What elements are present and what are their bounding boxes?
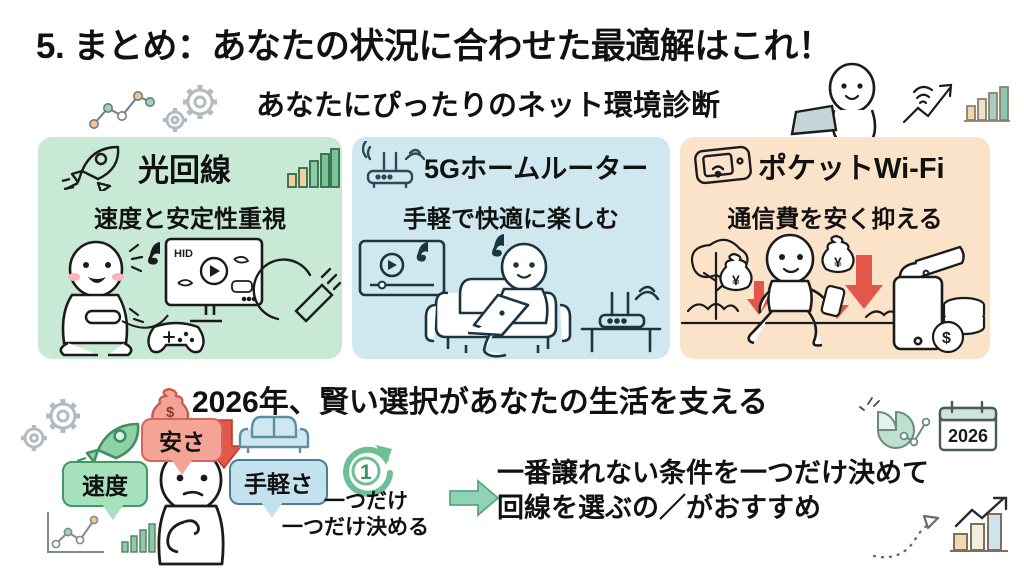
- yen-symbol-2: ¥: [834, 254, 842, 270]
- cheap-bubble-label: 安さ: [159, 429, 205, 455]
- recommendation-text: 一番譲れない条件を一つだけ決めて 回線を選ぶの／がおすすめ: [497, 456, 929, 526]
- router-icon: [362, 141, 426, 189]
- card-pocket-head: ポケットWi-Fi: [680, 137, 990, 189]
- card-router-art: [352, 233, 670, 359]
- recommendation-line-2: 回線を選ぶの／がおすすめ: [497, 493, 821, 524]
- card-fiber-subtitle: 速度と安定性重視: [94, 206, 286, 233]
- tv-screen-label: HID: [174, 248, 193, 260]
- mobile-router-icon: [694, 145, 752, 185]
- card-router-title: 5Gホームルーター: [424, 154, 649, 184]
- choose-one-line2: 一つだけ決める: [282, 516, 429, 540]
- dollar-symbol: $: [942, 330, 951, 347]
- choose-one-text: 一つだけ 一つだけ決める: [282, 489, 429, 541]
- easy-bubble[interactable]: 手軽さ: [229, 459, 328, 518]
- cheap-bubble-tail: [171, 459, 193, 475]
- line-chart-icon: [89, 91, 155, 129]
- calendar-year: 2026: [948, 426, 988, 446]
- sofa-icon: [238, 415, 310, 453]
- card-pocket-title: ポケットWi-Fi: [758, 153, 945, 185]
- card-fiber-head: 光回線: [38, 137, 342, 191]
- dotted-arrow-icon: [872, 514, 940, 559]
- choose-one-circle-icon: 1: [343, 445, 393, 497]
- card-router-subtitle: 手軽で快適に楽しむ: [403, 206, 619, 233]
- signal-trend-icon: [902, 83, 953, 124]
- person-with-laptop-icon: [790, 62, 877, 140]
- speed-bubble-label: 速度: [82, 473, 128, 499]
- recommendation-line-1: 一番譲れない条件を一つだけ決めて: [497, 458, 929, 488]
- dollar-symbol-bag: $: [166, 404, 175, 421]
- card-pocket-wifi[interactable]: ポケットWi-Fi 通信費を安く抑える: [680, 137, 990, 359]
- card-fiber-title: 光回線: [138, 153, 231, 188]
- card-pocket-subtitle: 通信費を安く抑える: [727, 206, 943, 233]
- card-router-head: 5Gホームルーター: [352, 137, 670, 189]
- speed-bubble-tail: [102, 504, 124, 520]
- gear-icon: [163, 85, 217, 132]
- card-fiber[interactable]: 光回線 速度と安定性重視: [38, 137, 342, 359]
- easy-bubble-tail: [261, 502, 283, 518]
- page-title: 5. まとめ：あなたの状況に合わせた最適解はこれ！: [36, 27, 833, 66]
- speed-bubble[interactable]: 速度: [62, 461, 148, 520]
- signal-bars-icon-bottom: [121, 523, 156, 553]
- cheap-bubble[interactable]: 安さ: [141, 418, 223, 475]
- subtitle: あなたにぴったりのネット環境診断: [256, 90, 721, 122]
- yen-symbol: ¥: [732, 272, 740, 288]
- rocket-icon: [61, 145, 120, 191]
- gear-icon-bottom: [21, 399, 80, 451]
- bar-chart-icon: [964, 86, 1010, 122]
- bottom-headline: 2026年、賢い選択があなたの生活を支える: [192, 386, 768, 419]
- card-fiber-art: HID: [38, 233, 342, 359]
- arrow-right-icon: [449, 479, 500, 517]
- line-chart-icon-bottom: [47, 512, 104, 553]
- step-number: 1: [360, 461, 372, 484]
- choose-one-line1: 一つだけ: [324, 490, 408, 513]
- card-home-router-5g[interactable]: 5Gホームルーター 手軽で快適に楽しむ: [352, 137, 670, 359]
- signal-bars-icon: [287, 148, 340, 188]
- easy-bubble-label: 手軽さ: [244, 471, 313, 497]
- pie-chart-icon: [859, 397, 931, 449]
- card-pocket-art: ¥ ¥: [680, 233, 990, 359]
- bar-chart-trend-icon: [950, 496, 1008, 552]
- calendar-icon: 2026: [938, 400, 998, 452]
